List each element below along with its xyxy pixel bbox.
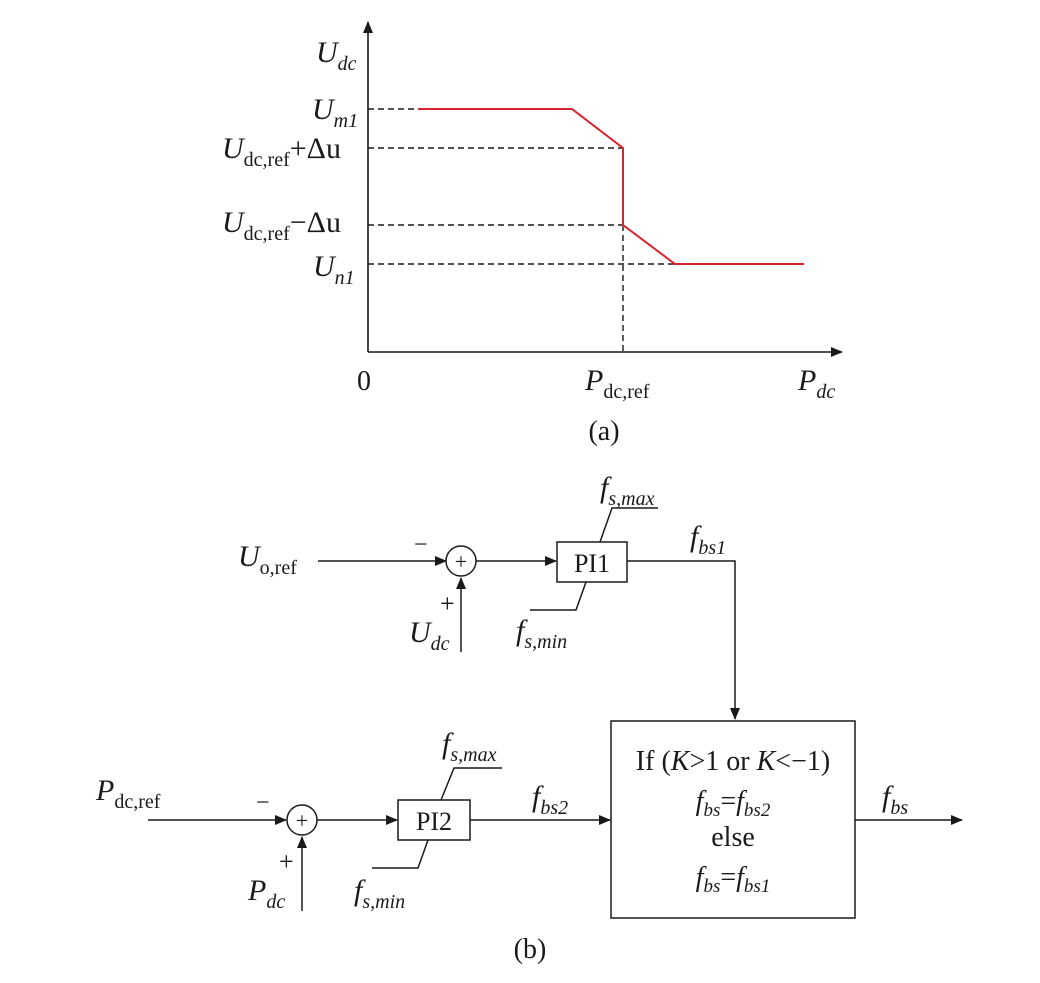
- summing-junction-2-glyph: +: [296, 808, 308, 833]
- pi2-output-label: fbs2: [532, 780, 568, 819]
- pi1-output-wire: [627, 560, 740, 720]
- selector-then-expr: fbs=fbs2: [696, 786, 771, 821]
- pi2-lower-limit-label: fs,min: [354, 874, 405, 913]
- selector-block: If (K>1 or K<−1) fbs=fbs2 else fbs=fbs1 …: [610, 720, 963, 919]
- panel-b-block-diagram: Uo,ref − + + Udc PI1 fs,max fs,min: [95, 471, 963, 965]
- pi1-lower-limit-line: [530, 581, 587, 611]
- pi1-label: PI1: [574, 549, 610, 578]
- pi1-output-label: fbs1: [690, 520, 726, 559]
- loop2-plus-sign: +: [279, 847, 294, 876]
- summing-junction-1-glyph: +: [455, 549, 467, 574]
- pi1-upper-limit-label: fs,max: [600, 471, 655, 510]
- loop2-minus-sign: −: [256, 790, 270, 816]
- y-label-un1: Un1: [313, 250, 355, 289]
- loop2-reference-label: Pdc,ref: [95, 774, 161, 813]
- final-output-label: fbs: [882, 780, 908, 819]
- caption-b: (b): [514, 934, 547, 965]
- pi1-upper-limit-line: [599, 507, 658, 543]
- loop-2: Pdc,ref − + + Pdc PI2 fs,max fs,min: [95, 727, 611, 913]
- loop1-feedback-label: Udc: [409, 616, 450, 655]
- pi2-block: [397, 799, 471, 841]
- origin-label: 0: [357, 366, 371, 397]
- pi2-upper-limit-label: fs,max: [442, 727, 497, 766]
- loop2-feedback-label: Pdc: [247, 874, 285, 913]
- loop1-plus-sign: +: [440, 589, 455, 618]
- caption-a: (a): [588, 416, 619, 447]
- y-axis-label: Udc: [316, 36, 357, 75]
- y-label-um1: Um1: [312, 93, 358, 132]
- droop-curve: [418, 108, 804, 265]
- panel-a-droop-chart: Udc Pdc 0 Um1 Udc,ref+Δu Udc,ref−Δu Un1 …: [222, 21, 843, 447]
- pi2-label: PI2: [416, 807, 452, 836]
- y-label-udcref-minus: Udc,ref−Δu: [222, 206, 341, 245]
- pi1-block: [556, 541, 628, 583]
- selector-else-expr: fbs=fbs1: [696, 862, 771, 897]
- loop1-reference-label: Uo,ref: [238, 540, 297, 579]
- selector-else-word: else: [711, 822, 755, 853]
- pi1-lower-limit-label: fs,min: [516, 614, 567, 653]
- pi2-lower-limit-line: [372, 839, 429, 869]
- selector-condition: If (K>1 or K<−1): [636, 746, 830, 777]
- y-label-udcref-plus: Udc,ref+Δu: [222, 132, 341, 171]
- loop1-minus-sign: −: [414, 532, 428, 558]
- loop-1: Uo,ref − + + Udc PI1 fs,max fs,min: [238, 471, 740, 720]
- x-axis-label: Pdc: [797, 364, 835, 403]
- selector-box: [610, 720, 856, 919]
- x-label-pdcref: Pdc,ref: [584, 364, 650, 403]
- pi2-upper-limit-line: [440, 767, 502, 801]
